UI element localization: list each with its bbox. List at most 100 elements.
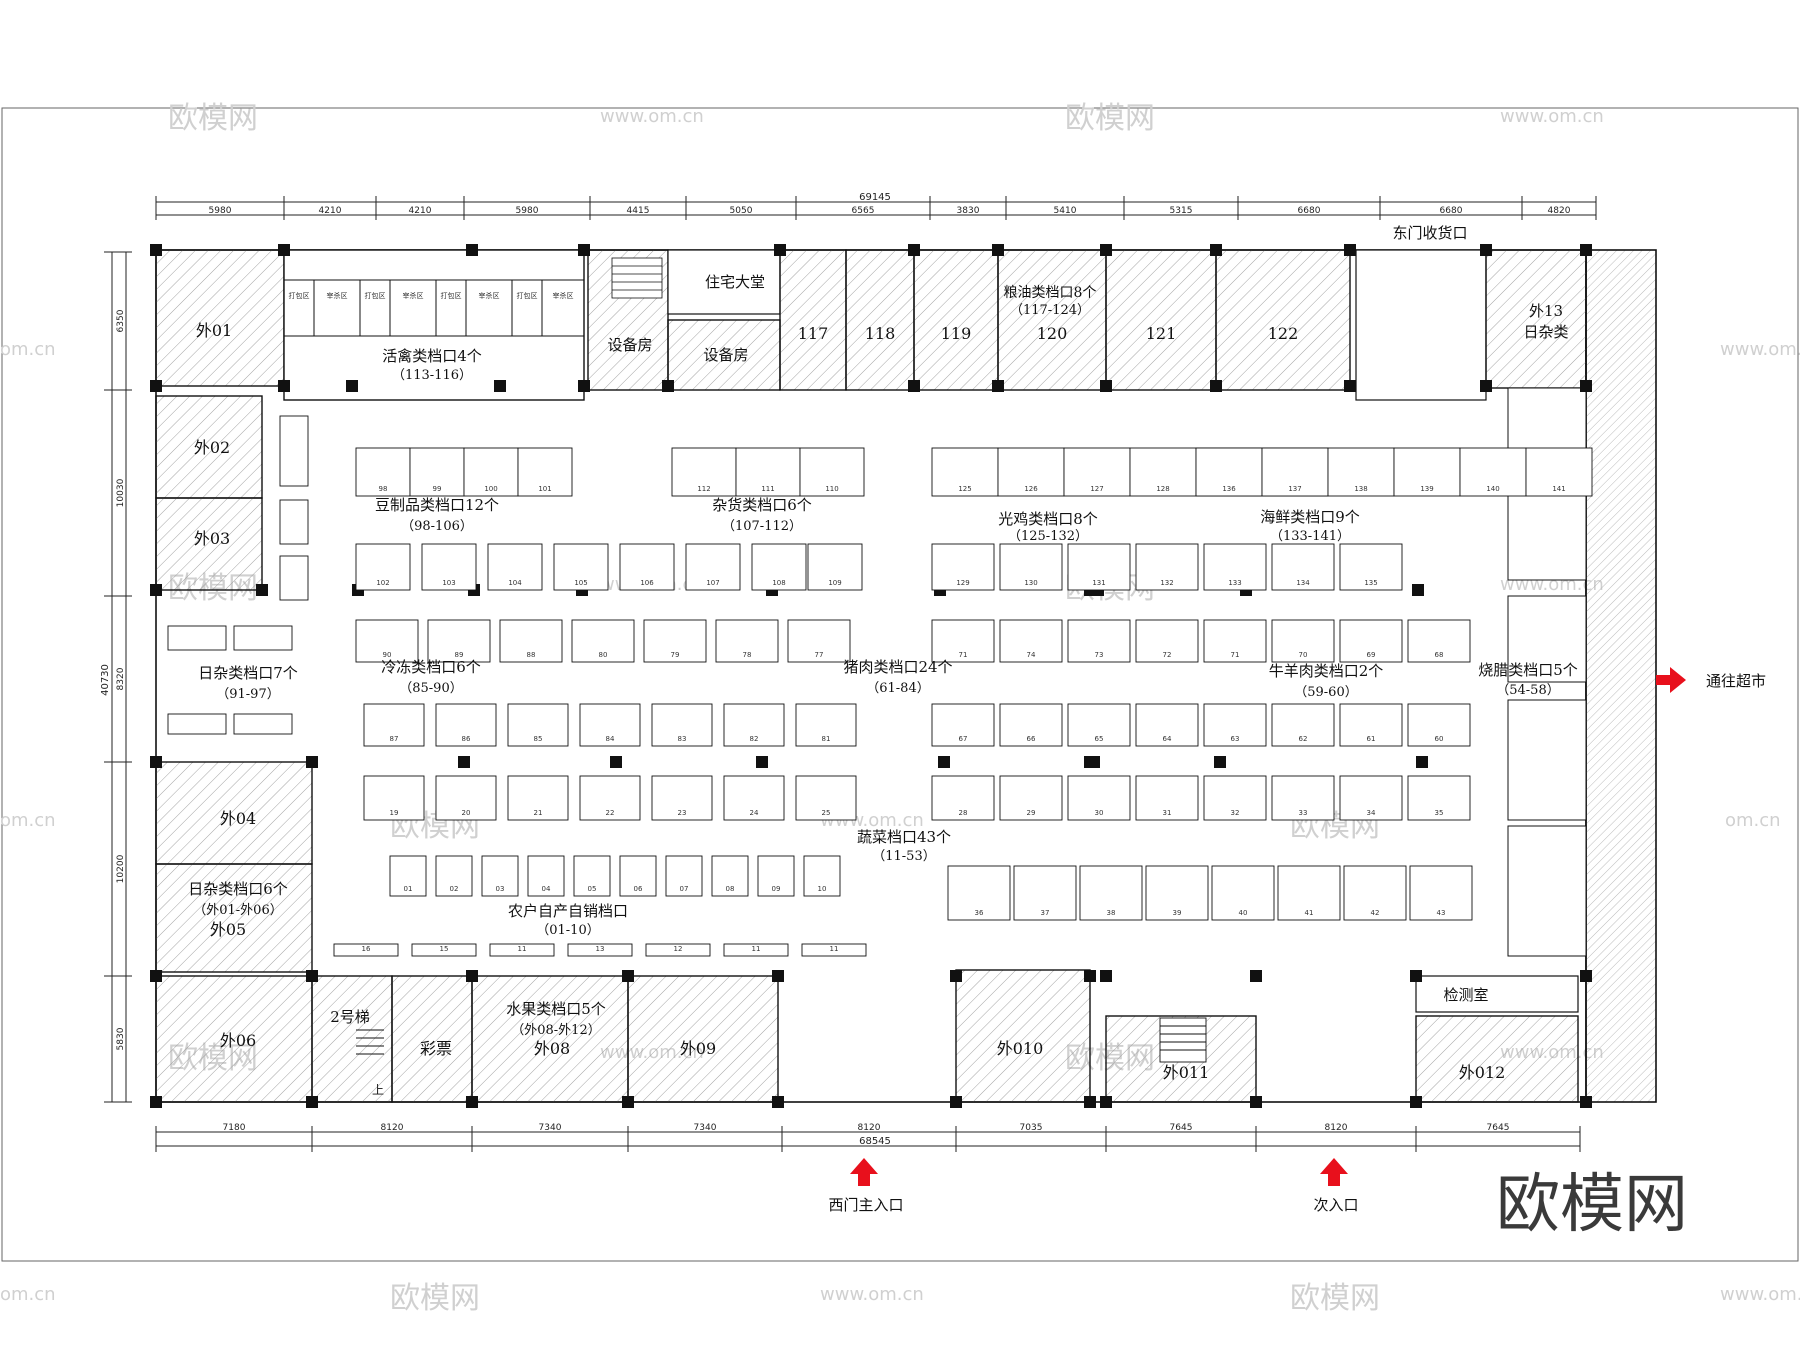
dim-bottom-seg: 7645 [1170, 1123, 1193, 1133]
label-shop-122: 122 [1268, 324, 1299, 343]
dim-bottom-seg: 7180 [223, 1123, 246, 1133]
stall-number: 133 [1228, 579, 1241, 587]
label-seafood-range: （133-141） [1270, 529, 1350, 544]
shop-out012 [1415, 1015, 1579, 1103]
stall [1203, 543, 1267, 591]
column [1088, 756, 1100, 768]
dim-bottom-overall: 68545 [859, 1136, 891, 1147]
shop-out05 [155, 863, 313, 973]
stall [651, 775, 713, 821]
column [1214, 756, 1226, 768]
watermark-site-3: om.cn [0, 339, 56, 360]
column [908, 380, 920, 392]
stall [665, 855, 703, 897]
stall [527, 855, 565, 897]
stall [411, 943, 477, 957]
stall-number: 111 [761, 485, 774, 493]
shop-out09 [627, 975, 779, 1103]
stall-number: 140 [1486, 485, 1499, 493]
label-out03: 外03 [194, 529, 230, 548]
stall [999, 703, 1063, 747]
stall [723, 775, 785, 821]
lottery-room [391, 975, 473, 1103]
lobby-stair [611, 257, 663, 299]
stall-number: 101 [538, 485, 551, 493]
stall [487, 543, 543, 591]
stall [427, 619, 491, 663]
stall [751, 543, 807, 591]
stall [1203, 619, 1267, 663]
column [1410, 1096, 1422, 1108]
label-tofu: 豆制品类档口12个 [375, 496, 499, 514]
stall-number: 137 [1288, 485, 1301, 493]
svg-text:打包区: 打包区 [289, 291, 310, 300]
stall-number: 11 [752, 945, 761, 953]
stall-number: 98 [379, 485, 388, 493]
dim-top-seg: 4210 [319, 206, 342, 216]
stall [931, 703, 995, 747]
stall [1277, 865, 1341, 921]
stall [619, 855, 657, 897]
stall-number: 66 [1027, 735, 1036, 743]
label-out012: 外012 [1459, 1063, 1506, 1082]
dim-left-seg: 10030 [116, 478, 126, 507]
svg-text:打包区: 打包区 [517, 291, 538, 300]
label-west-entry: 西门主入口 [828, 1196, 903, 1214]
stall-number: 15 [440, 945, 449, 953]
label-residential-lobby: 住宅大堂 [705, 273, 765, 291]
column [1210, 244, 1222, 256]
label-lottery: 彩票 [420, 1039, 452, 1058]
label-to-supermarket: 通往超市 [1706, 672, 1766, 690]
label-daily: 日杂类档口7个 [198, 664, 298, 682]
stall-number: 109 [828, 579, 841, 587]
column [150, 970, 162, 982]
dim-left-seg: 6350 [116, 309, 126, 332]
stall [1271, 619, 1335, 663]
column [1412, 584, 1424, 596]
column [622, 970, 634, 982]
column [1250, 970, 1262, 982]
shop-out010 [955, 969, 1091, 1103]
dim-bottom-seg: 7645 [1487, 1123, 1510, 1133]
stall-number: 43 [1437, 909, 1446, 917]
stall [1339, 619, 1403, 663]
column [772, 970, 784, 982]
secondary-entry-arrow [1320, 1158, 1348, 1186]
stall [1339, 775, 1403, 821]
brand-watermark-large: 欧模网 [1496, 1168, 1688, 1242]
column [1480, 380, 1492, 392]
stall [1271, 703, 1335, 747]
label-fruit: 水果类档口5个 [506, 1000, 606, 1018]
dim-top-seg: 6680 [1440, 206, 1463, 216]
dim-bottom-seg: 8120 [858, 1123, 881, 1133]
column [306, 970, 318, 982]
stall [947, 865, 1011, 921]
dim-top-seg: 4820 [1548, 206, 1571, 216]
stair-2-steps [356, 1029, 384, 1055]
east-receiving-area [1355, 249, 1487, 401]
column [908, 244, 920, 256]
label-chicken: 光鸡类档口8个 [998, 510, 1098, 528]
column [466, 244, 478, 256]
stall [999, 619, 1063, 663]
stall [409, 447, 465, 497]
dim-bottom-seg: 7340 [539, 1123, 562, 1133]
column [756, 756, 768, 768]
stall-number: 12 [674, 945, 683, 953]
stall [619, 543, 675, 591]
stall-number: 84 [606, 735, 615, 743]
stall [1271, 775, 1335, 821]
stall [685, 543, 741, 591]
stall-number: 41 [1305, 909, 1314, 917]
stall-number: 80 [599, 651, 608, 659]
label-equip-room-2: 设备房 [703, 346, 748, 364]
label-frozen: 冷冻类档口6个 [381, 658, 481, 676]
stall-number: 60 [1435, 735, 1444, 743]
stall-number: 104 [508, 579, 522, 587]
stall-number: 67 [959, 735, 968, 743]
stall-number: 127 [1090, 485, 1103, 493]
stall-number: 24 [750, 809, 759, 817]
stall-number: 68 [1435, 651, 1444, 659]
shop-118 [845, 249, 915, 391]
